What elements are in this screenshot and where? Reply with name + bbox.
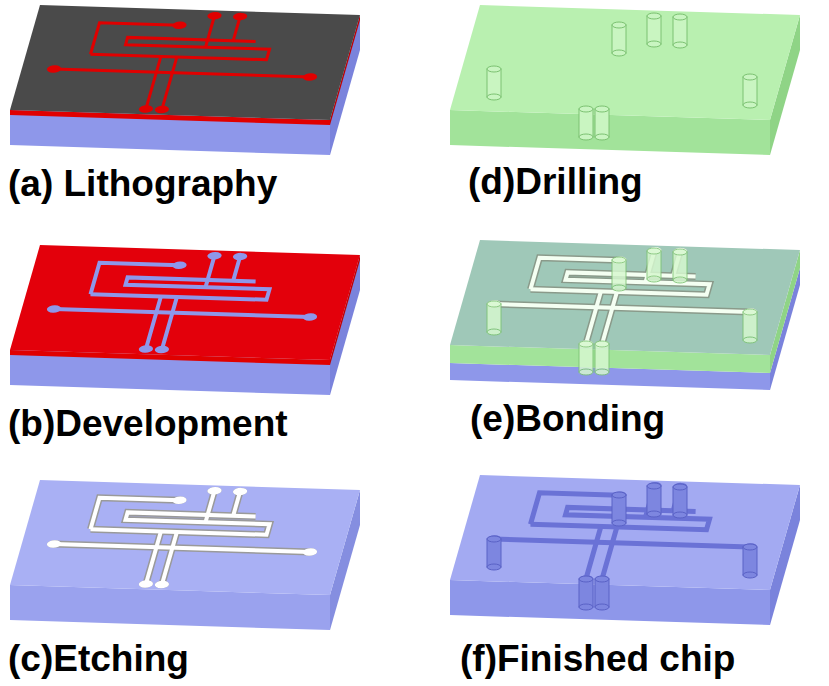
bonding-slab xyxy=(450,240,800,390)
finished-chip xyxy=(450,475,800,625)
lithography-slab xyxy=(10,5,360,155)
etching-slab xyxy=(10,480,360,630)
step-label: (c)Etching xyxy=(8,640,189,677)
drilling-slab xyxy=(450,5,800,155)
step-label: (b)Development xyxy=(8,405,288,442)
development-slab xyxy=(10,245,360,395)
step-label: (e)Bonding xyxy=(470,400,665,437)
step-label: (f)Finished chip xyxy=(460,640,735,677)
step-label: (d)Drilling xyxy=(468,163,643,200)
step-label: (a) Lithography xyxy=(8,165,277,202)
